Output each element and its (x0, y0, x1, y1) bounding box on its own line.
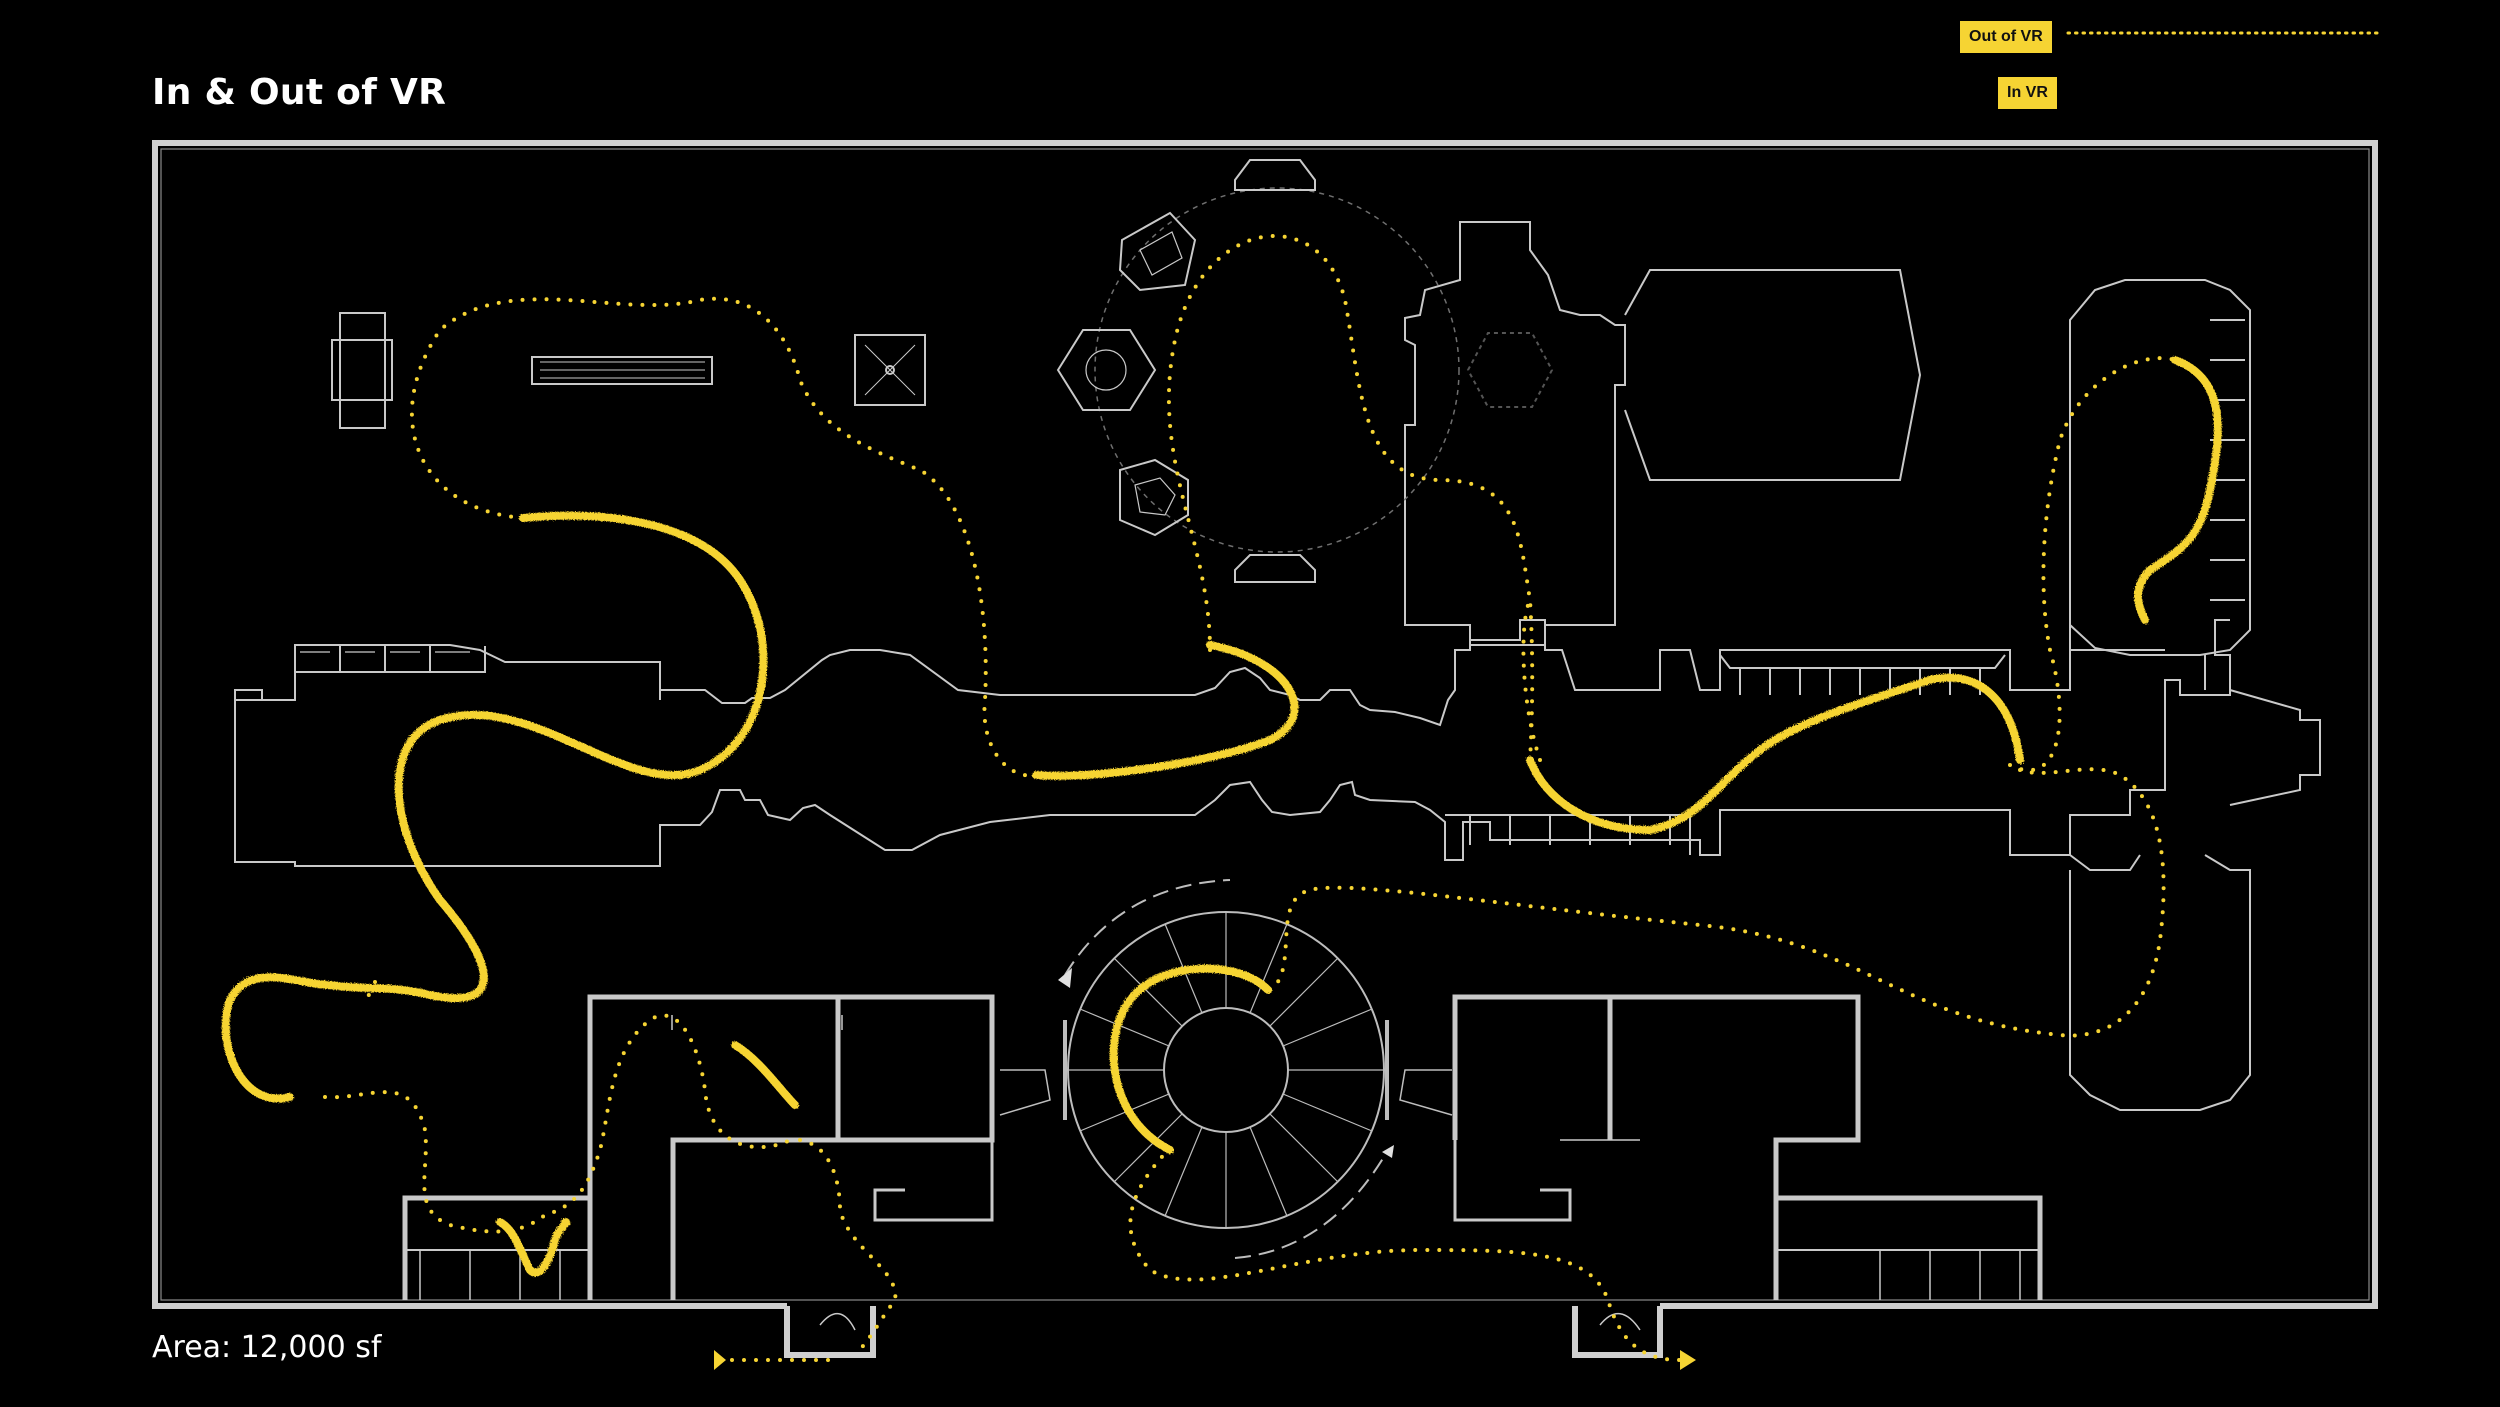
outer-walls (152, 140, 2378, 1358)
central-block (1404, 221, 1922, 646)
diagram-title: In & Out of VR (152, 72, 447, 113)
right-pods (2069, 279, 2321, 1111)
legend-in-vr-badge: In VR (1998, 77, 2057, 109)
lower-left-rooms (402, 994, 995, 1331)
left-wing (294, 646, 486, 673)
arrowheads (714, 1350, 1696, 1370)
pods-kiosks (331, 159, 1554, 583)
path-out-of-vr (323, 234, 2177, 1362)
area-label: Area: 12,000 sf (152, 1330, 382, 1365)
path-in-vr (221, 356, 2222, 1277)
legend-lines (2064, 31, 2386, 93)
rotation-arrows (1058, 968, 1394, 1158)
legend-out-of-vr-badge: Out of VR (1960, 21, 2052, 53)
lower-right-rooms (1452, 994, 2043, 1331)
rotunda-stair (999, 879, 1453, 1259)
corridor-spine (234, 619, 2231, 867)
